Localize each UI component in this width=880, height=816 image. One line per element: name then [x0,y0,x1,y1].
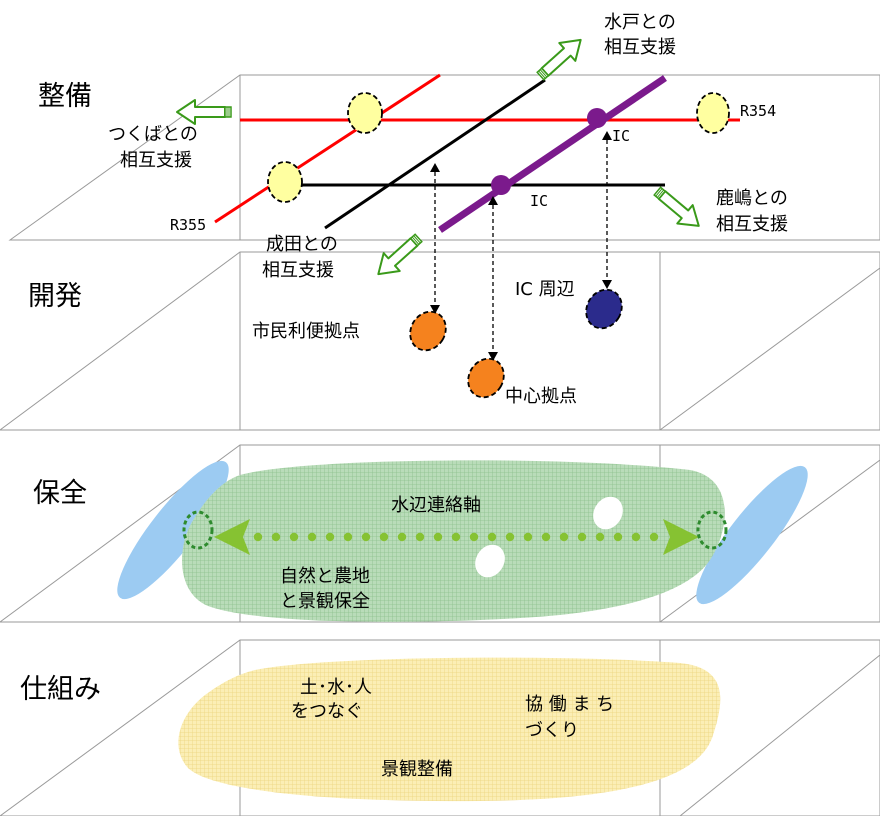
zone-hole-1 [593,496,623,530]
ic-area-node [585,288,623,330]
zone-hole-2 [475,544,505,578]
axis-node-west [182,510,214,550]
nature-label-1: 自然と農地 [280,566,370,587]
ic-node-upper [587,108,607,128]
nature-label-2: と景観保全 [280,591,370,612]
central-hub-node [467,357,505,399]
layer-title-seibi: 整備 [38,81,92,112]
junction-354-east [696,92,730,134]
tsukuba-label-1: つくばとの [108,124,198,145]
water-area-west [117,460,229,600]
expressway-line [438,75,667,233]
collab-label-1: 協 働 ま ち [525,694,614,715]
arrow-tsukuba [176,99,232,125]
ic-area-label: IC 周辺 [515,279,575,300]
landscape-label: 景観整備 [381,759,453,780]
arrow-kashima [648,180,708,237]
r355-label: R355 [170,216,206,234]
narita-label-1: 成田との [266,234,338,255]
connect-label-1: 土･水･人 [300,677,372,698]
layer-plane-kaihatsu [0,251,880,431]
r354-label: R354 [740,102,776,120]
narita-label-2: 相互支援 [262,260,334,281]
arrow-mito [531,29,590,86]
civic-hub-label: 市民利便拠点 [252,321,360,342]
waterfront-axis-label: 水辺連絡軸 [391,495,481,516]
axis-arrowhead-west [214,519,250,555]
waterfront-axis-dots [253,532,659,542]
layer-title-shikumi: 仕組み [20,674,101,705]
central-hub-label: 中心拠点 [505,386,577,407]
ic-upper-label: IC [612,127,630,145]
junction-354-355 [347,92,383,134]
layer-plane-seibi [8,74,880,241]
connect-label-2: をつなぐ [291,701,363,722]
civic-hub-node [409,310,447,352]
tsukuba-label-2: 相互支援 [120,150,192,171]
kashima-label-1: 鹿嶋との [716,188,788,209]
axis-arrowhead-east [663,519,699,555]
layer-title-kaihatsu: 開発 [28,281,82,312]
layer-title-hozen: 保全 [33,478,87,509]
route-355-line [214,73,441,224]
mito-label-2: 相互支援 [604,37,676,58]
kashima-label-2: 相互支援 [716,214,788,235]
junction-355-rail [267,161,303,203]
arrow-narita [369,228,428,285]
water-area-east [696,465,808,605]
ic-node-lower [491,175,511,195]
nature-conservation-zone [182,460,725,622]
rail-line-narita-mito [324,78,546,230]
axis-node-east [696,510,728,550]
ic-lower-label: IC [530,192,548,210]
community-zone [178,657,721,802]
collab-label-2: づくり [525,720,579,741]
mito-label-1: 水戸との [604,12,676,33]
